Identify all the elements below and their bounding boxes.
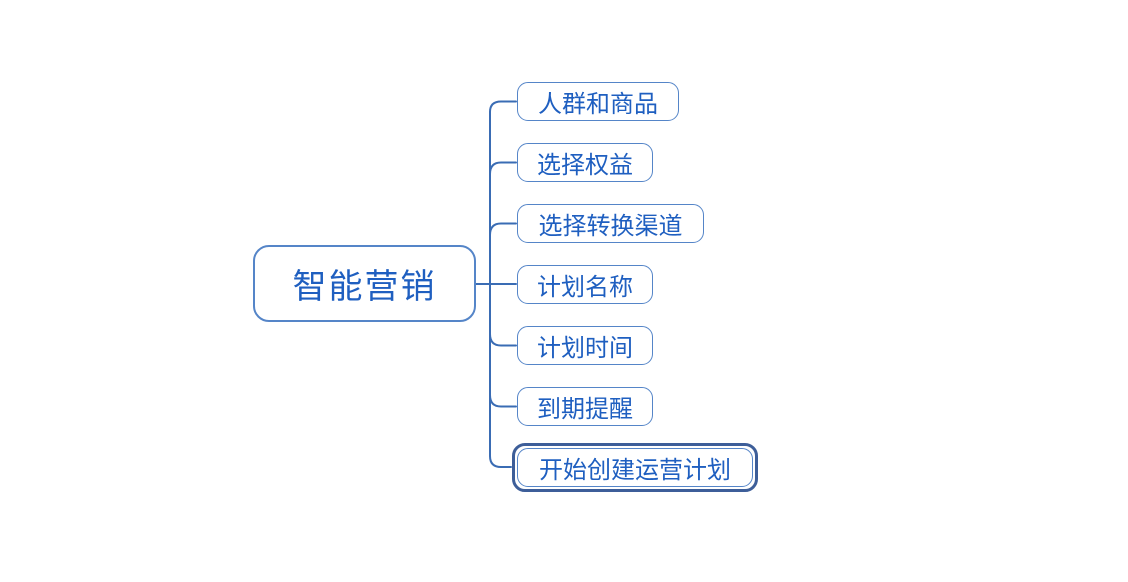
child-node-start-create-operation-plan-selected[interactable]: 开始创建运营计划 <box>517 447 753 487</box>
connector-branch-3 <box>489 222 517 236</box>
child-node-plan-name[interactable]: 计划名称 <box>517 264 653 304</box>
child-node-label: 选择权益 <box>537 150 633 179</box>
child-node-select-benefits[interactable]: 选择权益 <box>517 142 653 182</box>
child-node-plan-time[interactable]: 计划时间 <box>517 325 653 365</box>
child-node-label: 到期提醒 <box>537 394 633 423</box>
child-node-label: 选择转换渠道 <box>538 211 683 240</box>
child-node-select-conversion-channel[interactable]: 选择转换渠道 <box>517 203 704 243</box>
connector-branch-6 <box>489 394 517 408</box>
root-node[interactable]: 智能营销 <box>253 245 476 322</box>
connector-branch-5 <box>489 333 517 347</box>
child-node-label: 人群和商品 <box>538 89 658 118</box>
connector-branch-1 <box>489 100 517 113</box>
child-node-label: 计划时间 <box>537 333 633 362</box>
child-node-people-and-goods[interactable]: 人群和商品 <box>517 81 679 121</box>
selection-border: 开始创建运营计划 <box>512 442 758 492</box>
child-node-expiry-reminder[interactable]: 到期提醒 <box>517 386 653 426</box>
connector-branch-7 <box>489 455 512 468</box>
root-node-label: 智能营销 <box>292 267 437 307</box>
child-node-label: 开始创建运营计划 <box>539 455 731 484</box>
connector-branch-2 <box>489 161 517 175</box>
child-node-label: 计划名称 <box>537 272 633 301</box>
